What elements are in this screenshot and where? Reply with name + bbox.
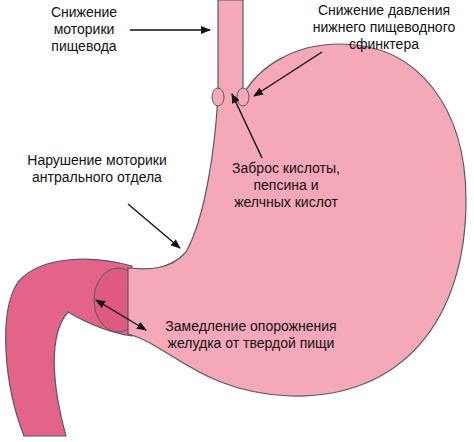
leader-arrow (130, 29, 210, 30)
leader-arrow (254, 52, 322, 96)
leader-arrow (96, 300, 146, 330)
leader-arrow (232, 94, 262, 158)
sphincter (237, 88, 249, 106)
callout-label: Нарушение моторики антрального отдела (4, 152, 190, 186)
callout-label: Замедление опорожнения желудка от твердо… (148, 318, 354, 352)
callout-label: Снижение моторики пищевода (38, 4, 130, 55)
stomach (128, 0, 466, 396)
sphincter (212, 88, 224, 106)
leader-arrow (128, 204, 180, 248)
callout-label: Заброс кислоты, пепсина и желчных кислот (226, 160, 346, 211)
callout-label: Снижение давления нижнего пищеводного сф… (298, 2, 470, 53)
